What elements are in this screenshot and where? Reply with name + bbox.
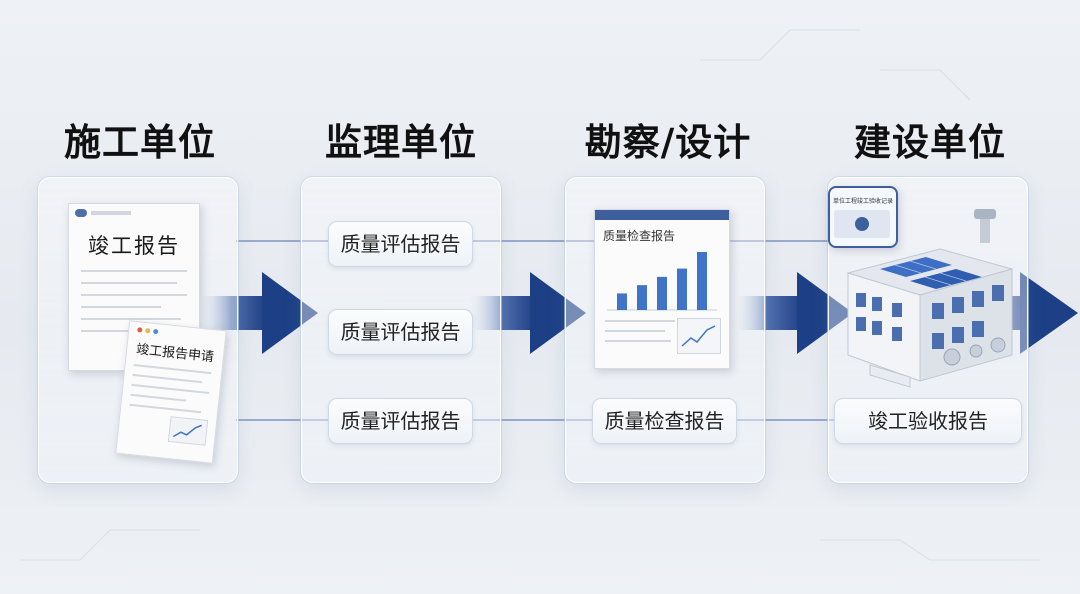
column-title-owner: 建设单位 [854,121,1006,164]
completion-report-title: 竣工报告 [88,234,180,258]
acceptance-record-badge: 单位工程竣工验收记录 [828,186,898,248]
completion-application-title: 竣工报告申请 [135,342,215,366]
quality-assessment-report-2[interactable]: 质量评估报告 [328,309,473,355]
chart-bar-1 [617,293,627,310]
quality-inspection-report[interactable]: 质量检查报告 [592,398,737,444]
inspection-bar-chart [607,252,717,311]
seal-icon [855,217,869,231]
completion-acceptance-report[interactable]: 竣工验收报告 [834,398,1022,444]
trend-chart-icon [167,416,209,446]
chart-bar-4 [677,268,687,310]
mini-line-chart-icon [677,318,721,354]
chart-bar-3 [657,276,667,310]
chart-bar-2 [637,285,647,310]
column-title-supervision: 监理单位 [325,121,477,164]
column-title-construction: 施工单位 [64,121,216,164]
chart-bar-5 [697,252,707,310]
building-illustration [846,209,1014,388]
completion-application-document: 竣工报告申请 [115,320,227,464]
quality-inspection-doc-title: 质量检查报告 [603,229,676,243]
acceptance-record-text: 单位工程竣工验收记录 [832,198,893,205]
quality-inspection-document: 质量检查报告 [594,209,730,369]
column-title-design: 勘察/设计 [584,121,752,164]
quality-assessment-report-3[interactable]: 质量评估报告 [328,398,473,444]
quality-assessment-report-1[interactable]: 质量评估报告 [328,221,473,267]
doc-logo-icon [75,209,87,217]
